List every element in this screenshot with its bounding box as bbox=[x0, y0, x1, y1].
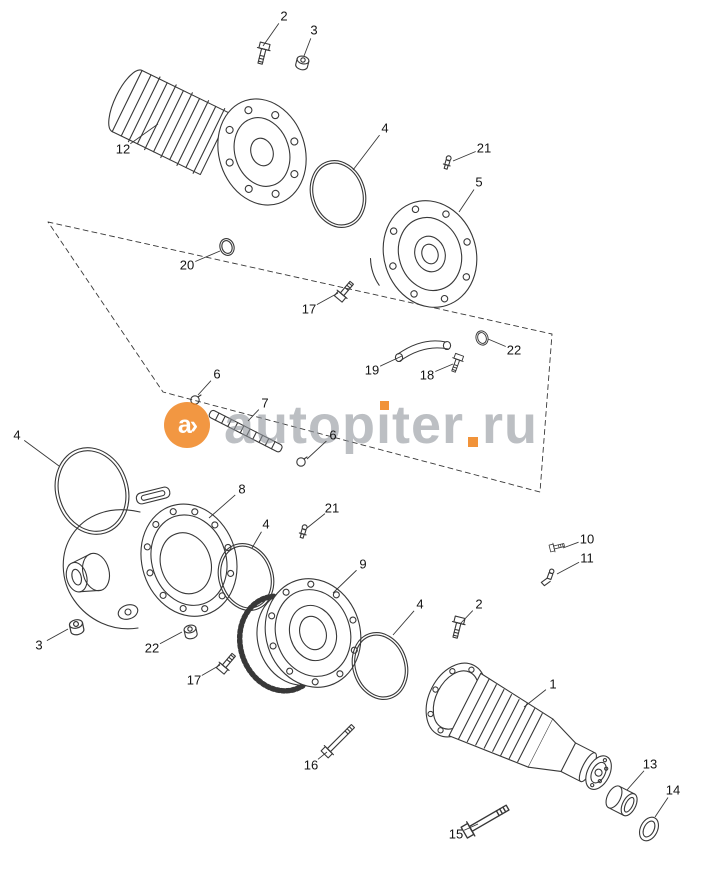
leader-line-6-13 bbox=[306, 440, 327, 460]
leader-line-21-4 bbox=[452, 151, 476, 162]
leader-line-3-24 bbox=[46, 628, 69, 642]
leader-line-9-18 bbox=[332, 569, 357, 594]
part-5-support bbox=[369, 200, 478, 308]
leader-line-11-20 bbox=[556, 561, 580, 575]
leader-line-5-5 bbox=[458, 189, 475, 213]
leader-line-8-15 bbox=[208, 494, 236, 519]
part-19-bracket bbox=[394, 340, 452, 363]
leader-line-6-11 bbox=[197, 380, 212, 396]
part-1-axle-housing bbox=[425, 662, 612, 790]
part-4-oring-large bbox=[54, 447, 130, 535]
part-4-oring-lower bbox=[351, 632, 409, 700]
leader-line-2-0 bbox=[262, 23, 280, 47]
leader-line-22-25 bbox=[159, 631, 183, 645]
leader-line-12-2 bbox=[130, 123, 159, 145]
part-14-seal bbox=[638, 816, 660, 842]
part-11-fitting bbox=[540, 568, 555, 587]
part-7-shaft bbox=[208, 409, 283, 453]
part-9-ring-gear bbox=[236, 578, 362, 694]
construction-lines bbox=[47, 221, 553, 493]
leader-line-22-8 bbox=[487, 338, 506, 347]
part-13-bushing bbox=[605, 785, 638, 817]
leader-line-19-9 bbox=[379, 355, 403, 367]
leader-line-3-1 bbox=[303, 38, 312, 57]
leader-line-20-6 bbox=[195, 250, 221, 262]
leader-line-15-30 bbox=[464, 823, 479, 831]
part-8-carrier bbox=[62, 486, 238, 630]
leader-line-4-3 bbox=[352, 134, 380, 171]
leader-line-18-10 bbox=[435, 363, 454, 372]
leader-line-17-26 bbox=[201, 664, 221, 676]
part-12-housing bbox=[108, 69, 307, 206]
leader-line-7-12 bbox=[247, 409, 260, 422]
leader-line-17-7 bbox=[316, 292, 339, 306]
leader-line-4-14 bbox=[23, 439, 60, 467]
leader-line-2-22 bbox=[459, 610, 474, 625]
leader-line-21-16 bbox=[306, 513, 326, 529]
part-4-oring-middle bbox=[217, 543, 275, 611]
leader-line-1-23 bbox=[523, 689, 547, 708]
leader-line-10-19 bbox=[562, 541, 579, 549]
leader-line-14-29 bbox=[654, 797, 669, 818]
leader-line-13-28 bbox=[626, 770, 645, 791]
leader-line-4-17 bbox=[251, 531, 262, 549]
leader-line-4-21 bbox=[392, 610, 415, 636]
leader-line-16-27 bbox=[317, 751, 328, 760]
